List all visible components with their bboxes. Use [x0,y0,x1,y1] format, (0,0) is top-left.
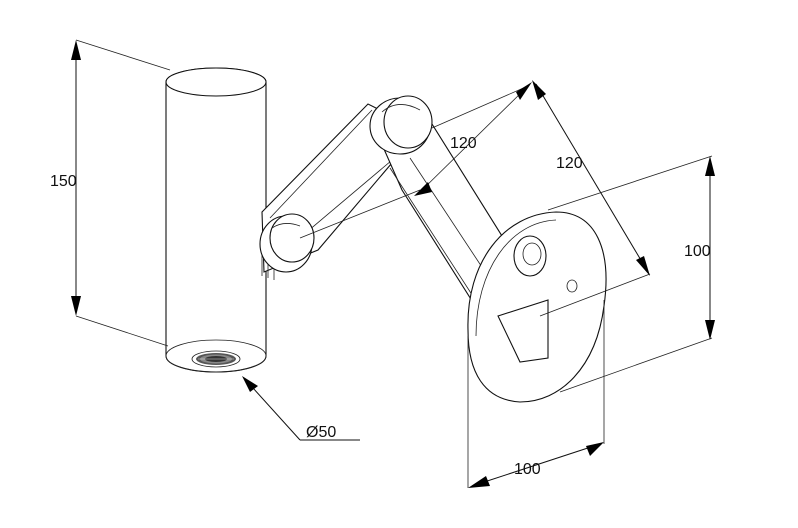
dim-arm-upper: 120 [532,80,651,317]
dim-arm-lower: 120 [299,82,532,239]
dim-height: 150 [50,39,171,347]
height-label: 150 [50,173,77,190]
plate-width-label: 100 [514,461,541,478]
cylinder-lamp-head [165,67,267,373]
wall-plate [467,211,607,403]
arm-upper-label: 120 [556,155,583,172]
head-joint [259,213,315,273]
plate-height-label: 100 [684,243,711,260]
lens-grille [196,353,236,365]
elbow-joint [369,95,433,155]
diameter-label: Ø50 [306,424,336,441]
dim-diameter: Ø50 [242,376,360,441]
dim-plate-width: 100 [467,300,605,488]
dim-plate-height: 100 [547,155,715,393]
arm-lower-label: 120 [450,135,477,152]
